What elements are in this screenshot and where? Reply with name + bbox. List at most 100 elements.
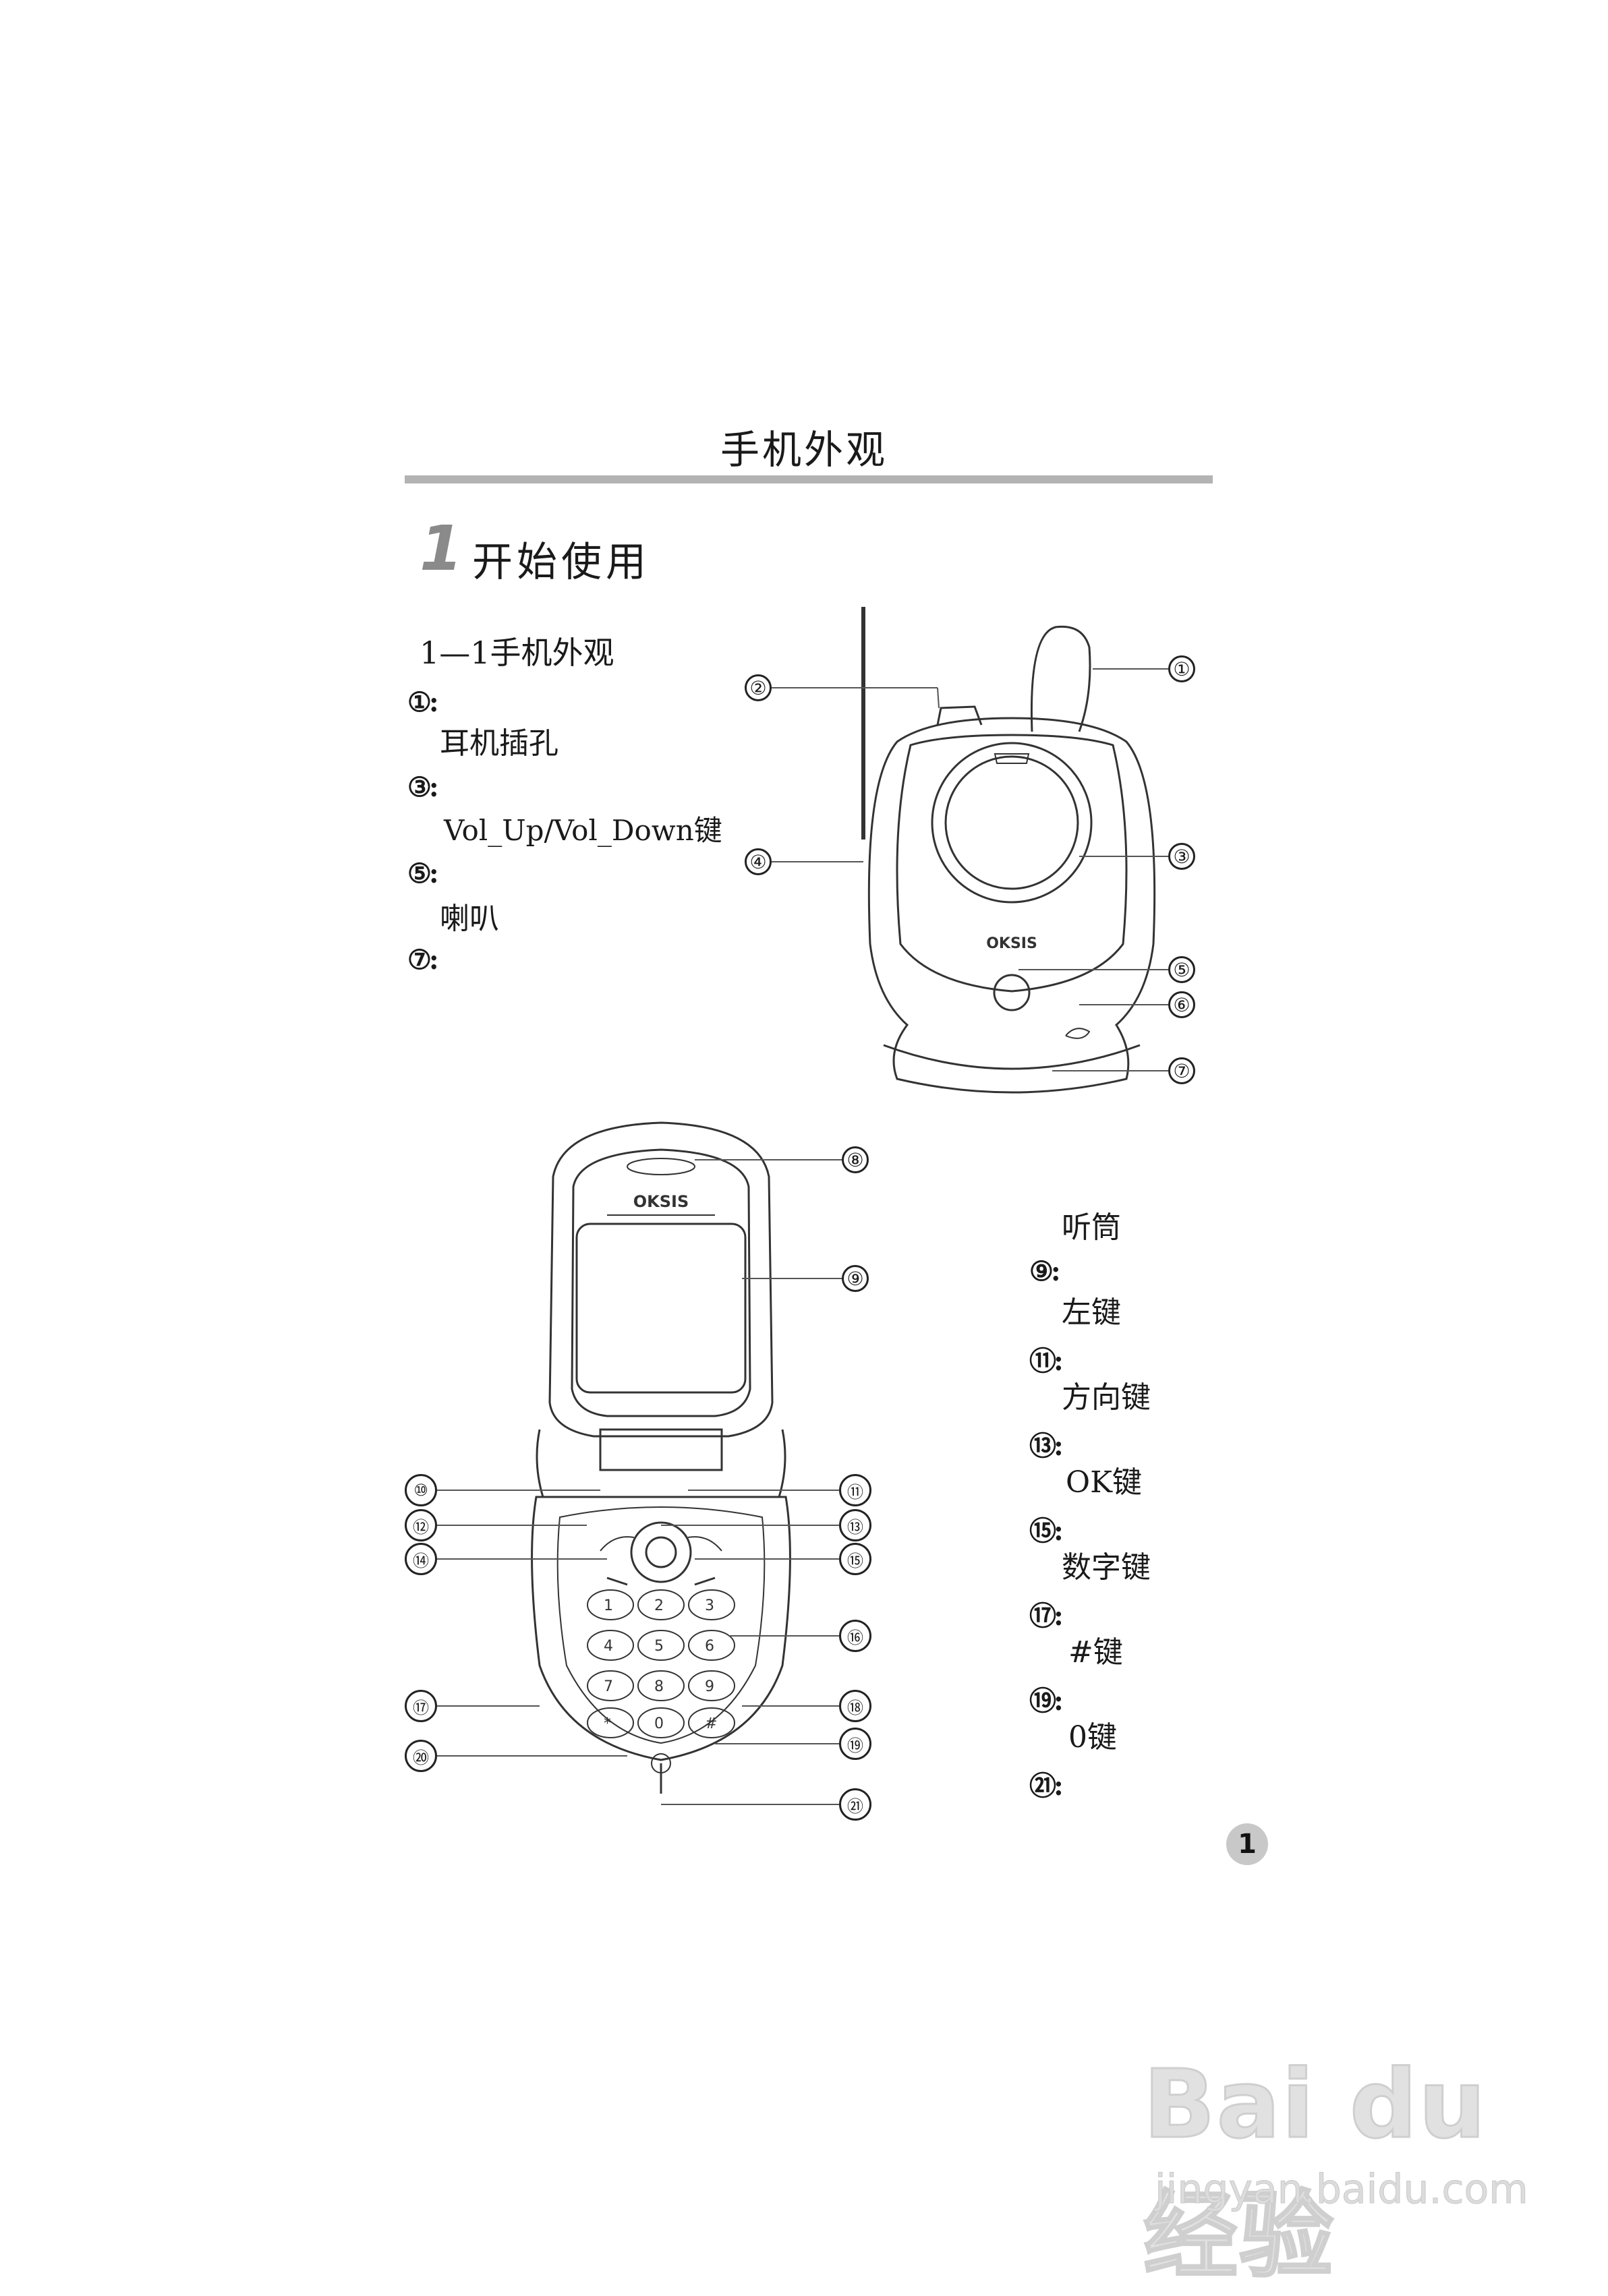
callout-marker: ⑤ <box>1168 956 1195 983</box>
right-list-marker: ⑨: <box>1029 1256 1061 1287</box>
left-list-marker: ①: <box>407 686 439 718</box>
chapter-title: 开始使用 <box>472 539 650 586</box>
callout-marker: ⑧ <box>842 1146 869 1173</box>
keypad-key[interactable] <box>688 1670 735 1701</box>
right-list-text: 左键 <box>1062 1295 1121 1330</box>
right-list-text: 数字键 <box>1062 1550 1151 1585</box>
header-divider <box>405 475 1213 483</box>
right-list-marker: ⑰: <box>1029 1600 1064 1632</box>
ok-key[interactable] <box>645 1536 677 1568</box>
flip-inner <box>571 1148 751 1417</box>
keypad-key[interactable] <box>587 1670 634 1701</box>
callout-marker: ㉑ <box>839 1788 871 1821</box>
right-list-marker: ⑬: <box>1029 1430 1064 1462</box>
keypad-key-label: 6 <box>705 1638 714 1655</box>
keypad-key[interactable] <box>688 1589 735 1620</box>
antenna <box>1030 625 1091 732</box>
phone-closed-diagram: OKSIS <box>861 607 1156 1094</box>
speaker-grille <box>1065 1028 1091 1039</box>
callout-marker: ⑭ <box>405 1543 437 1575</box>
left-list-marker: ③: <box>407 771 439 803</box>
right-list-marker: ㉑: <box>1029 1770 1064 1802</box>
callout-marker: ⑯ <box>839 1620 871 1652</box>
keypad-key-label: 4 <box>604 1638 613 1655</box>
callout-marker: ⑦ <box>1168 1057 1195 1084</box>
keypad-key[interactable] <box>688 1630 735 1661</box>
flip-top <box>548 1121 774 1438</box>
keypad-key-label: # <box>705 1715 717 1732</box>
left-list-marker: ⑤: <box>407 858 439 889</box>
keypad-key[interactable] <box>637 1589 685 1620</box>
callout-marker: ⑥ <box>1168 991 1195 1018</box>
chapter-number: 1 <box>420 512 463 585</box>
callout-marker: ⑨ <box>842 1265 869 1292</box>
section-title: 1—1手机外观 <box>420 635 614 671</box>
keypad-panel <box>556 1506 766 1744</box>
right-list-text: 听筒 <box>1062 1210 1121 1245</box>
callout-marker: ⑱ <box>839 1690 871 1722</box>
left-list-text: 喇叭 <box>440 902 499 936</box>
keypad-key[interactable] <box>637 1670 685 1701</box>
callout-marker: ④ <box>745 848 772 875</box>
keypad-key[interactable] <box>688 1707 735 1738</box>
right-list-text: #键 <box>1068 1635 1123 1670</box>
right-list-marker: ⑮: <box>1029 1515 1064 1547</box>
keypad-key-label: 0 <box>654 1715 664 1732</box>
hinge-barrel <box>599 1428 723 1471</box>
end-key[interactable] <box>694 1577 716 1586</box>
camera-lens <box>993 974 1031 1011</box>
keypad-key-label: 5 <box>654 1638 664 1655</box>
keypad-key[interactable] <box>587 1707 634 1738</box>
earpiece <box>627 1158 695 1175</box>
callout-marker: ⑳ <box>405 1740 437 1772</box>
right-list-text: 0键 <box>1068 1720 1117 1755</box>
keypad-key[interactable] <box>587 1589 634 1620</box>
keypad-key-label: 7 <box>604 1678 613 1695</box>
keypad-key-label: 9 <box>705 1678 714 1695</box>
keypad-key[interactable] <box>637 1630 685 1661</box>
phone-open-diagram: OKSIS 1 2 3 4 5 6 7 8 9 * 0 # <box>531 1121 791 1794</box>
right-list-marker: ⑪: <box>1029 1345 1064 1377</box>
page-number-badge: 1 <box>1226 1823 1268 1865</box>
navigation-key[interactable] <box>630 1521 692 1583</box>
callout-marker: ⑫ <box>405 1509 437 1541</box>
brand-logo: OKSIS <box>986 935 1037 952</box>
watermark-url: jingyan.baidu.com <box>1155 2166 1529 2214</box>
keypad-key[interactable] <box>637 1707 685 1738</box>
display-badge <box>994 753 1030 764</box>
right-list-text: OK键 <box>1066 1465 1142 1500</box>
callout-marker: ⑮ <box>839 1543 871 1575</box>
keypad-key-label: 8 <box>654 1678 664 1695</box>
callout-marker: ⑬ <box>839 1509 871 1541</box>
send-key[interactable] <box>606 1577 628 1586</box>
page-header-title: 手机外观 <box>720 427 888 473</box>
keypad-key-label: 1 <box>604 1597 613 1614</box>
callout-marker: ⑰ <box>405 1690 437 1722</box>
callout-marker: ③ <box>1168 843 1195 870</box>
phone-body <box>867 717 1156 1094</box>
keypad-key-label: 3 <box>705 1597 714 1614</box>
right-list-marker: ⑲: <box>1029 1685 1064 1717</box>
outer-display-ring <box>931 742 1093 904</box>
outer-display <box>944 755 1079 890</box>
left-list-text: Vol_Up/Vol_Down键 <box>444 814 722 847</box>
callout-marker: ① <box>1168 655 1195 682</box>
phone-base <box>531 1496 791 1761</box>
keypad-key-label: * <box>604 1715 611 1732</box>
brand-logo: OKSIS <box>633 1192 689 1211</box>
left-list-marker: ⑦: <box>407 944 439 976</box>
main-display <box>575 1223 747 1394</box>
keypad-grid: 1 2 3 4 5 6 7 8 9 * 0 # <box>587 1589 735 1738</box>
right-list-text: 方向键 <box>1062 1380 1151 1415</box>
callout-marker: ⑩ <box>405 1474 437 1506</box>
keypad-key-label: 2 <box>654 1597 664 1614</box>
callout-marker: ⑲ <box>839 1728 871 1760</box>
callout-marker: ② <box>745 674 772 701</box>
right-soft-key[interactable] <box>687 1536 722 1552</box>
headset-jack <box>936 705 983 726</box>
left-list-text: 耳机插孔 <box>440 726 558 761</box>
left-soft-key[interactable] <box>600 1536 635 1552</box>
keypad-key[interactable] <box>587 1630 634 1661</box>
front-panel <box>896 734 1128 993</box>
